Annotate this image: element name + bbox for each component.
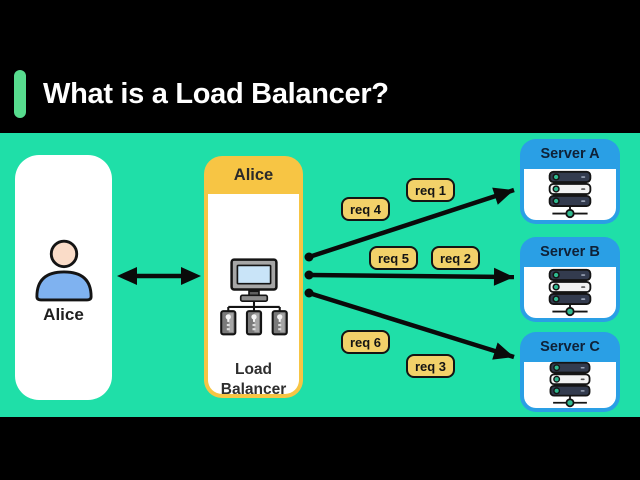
person-icon [34,239,93,302]
client-lb-double-arrow [117,267,201,285]
client-label: Alice [43,305,84,324]
title-accent-bar [14,70,26,118]
server-card-a: Server A [520,139,620,224]
server-c-name: Server C [540,339,600,355]
load-balancer-label: Load Balancer [220,361,287,398]
server-b-body [524,267,616,318]
server-a-name: Server A [540,146,600,162]
server-b-name: Server B [540,244,600,260]
client-card: Alice [15,155,112,400]
title-row: What is a Load Balancer? [14,68,389,120]
server-a-body [524,169,616,220]
load-balancer-owner-label: Alice [233,166,274,184]
lb-server-b-arrow [304,267,515,286]
server-rack-icon [548,268,592,316]
server-rack-icon [548,170,592,218]
letterbox-bottom [0,417,640,480]
lb-server-c-arrow [304,288,515,360]
server-card-c: Server C [520,332,620,412]
network-computer-icon [219,258,288,336]
server-rack-icon [549,361,591,408]
page-title: What is a Load Balancer? [43,77,389,110]
server-card-b: Server B [520,237,620,322]
letterbox-top: What is a Load Balancer? [0,0,640,133]
server-c-body [524,361,616,408]
load-balancer-card: Alice [204,156,303,398]
request-badge-3: req 3 [406,354,455,378]
request-badge-1: req 1 [406,178,455,202]
request-badge-6: req 6 [341,330,390,354]
request-badge-4: req 4 [341,197,390,221]
request-badge-5: req 5 [369,246,418,270]
load-balancer-card-body: Load Balancer [208,194,299,398]
request-badge-2: req 2 [431,246,480,270]
